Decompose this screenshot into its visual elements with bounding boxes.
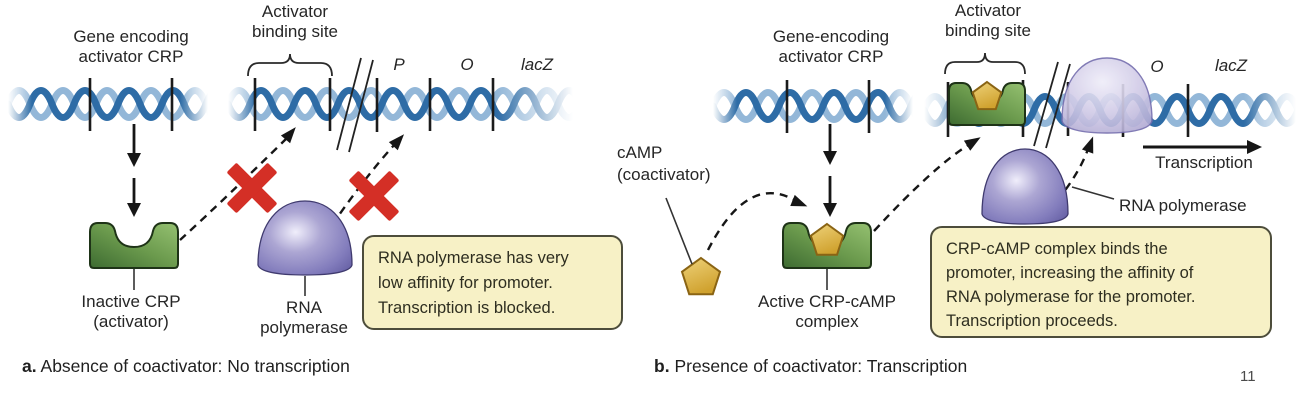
lacz-label-b: lacZ <box>1214 56 1248 75</box>
promoter-label-a: P <box>393 55 405 74</box>
caption-b: b. Presence of coactivator: Transcriptio… <box>654 356 968 376</box>
rna-polymerase-bound-dome <box>1061 57 1153 134</box>
caption-a: a. Absence of coactivator: No transcript… <box>22 356 350 376</box>
gene-expression-arrows <box>127 124 837 217</box>
lacz-label-a: lacZ <box>520 55 554 74</box>
camp-pentagon-active <box>809 222 845 256</box>
inactive-crp-label: Inactive CRP(activator) <box>81 292 181 331</box>
page-number: 11 <box>1240 368 1256 385</box>
operator-label-a: O <box>460 55 474 74</box>
blocked-x-activator-site <box>227 163 277 213</box>
blocked-x-promoter <box>349 171 399 221</box>
rna-polymerase-b-dome <box>981 148 1069 225</box>
inactive-crp-shape <box>89 222 179 269</box>
transcription-arrow <box>1143 140 1262 154</box>
active-crp-camp-shape <box>782 222 872 269</box>
rna-polymerase-a-dome <box>257 200 353 276</box>
camp-pentagon-bound <box>971 80 1003 111</box>
dna-break-slashes <box>336 57 1071 153</box>
transcription-label: Transcription <box>1155 153 1253 172</box>
camp-label: cAMP(coactivator) <box>617 143 711 184</box>
dashed-arrowheads <box>280 127 1094 207</box>
leader-lines <box>133 186 1115 296</box>
activator-site-braces <box>247 52 1026 77</box>
camp-pentagon-free <box>680 256 722 296</box>
bound-crp-camp-shape <box>948 80 1026 126</box>
rna-polymerase-label-b: RNA polymerase <box>1119 196 1247 215</box>
operator-label-b: O <box>1150 57 1164 76</box>
